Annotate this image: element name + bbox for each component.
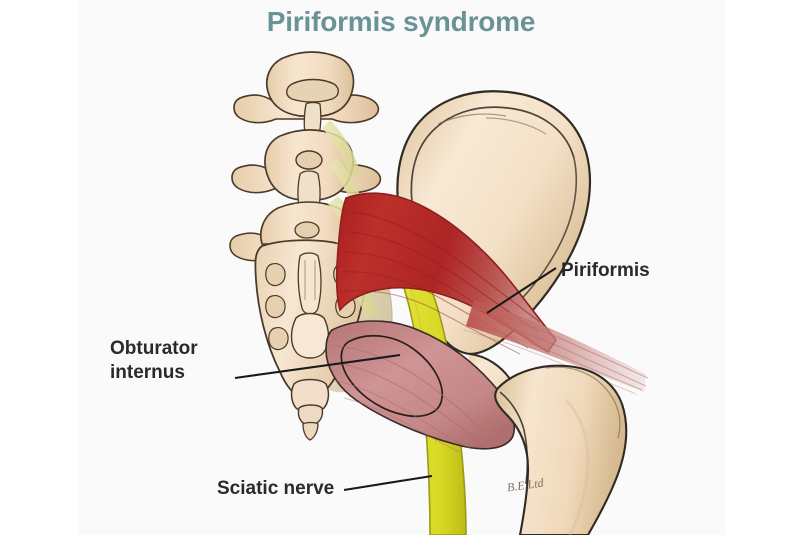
label-obturator-internus: Obturator internus: [110, 337, 198, 385]
femur: [494, 364, 628, 535]
leader-line-sciatic: [343, 474, 433, 492]
page-title: Piriformis syndrome: [266, 6, 536, 37]
leader-lines: [234, 267, 557, 492]
leader-line-obturator: [234, 353, 401, 380]
coccyx: [290, 378, 330, 441]
label-sciatic-nerve: Sciatic nerve: [217, 478, 335, 499]
leader-line-piriformis: [486, 267, 557, 314]
obturator-internus-muscle: [325, 320, 516, 453]
piriformis-tendon: [463, 300, 649, 395]
label-obturator-line1: Obturator: [110, 338, 198, 359]
label-piriformis: Piriformis: [561, 260, 650, 281]
label-obturator-line2: internus: [110, 362, 185, 383]
